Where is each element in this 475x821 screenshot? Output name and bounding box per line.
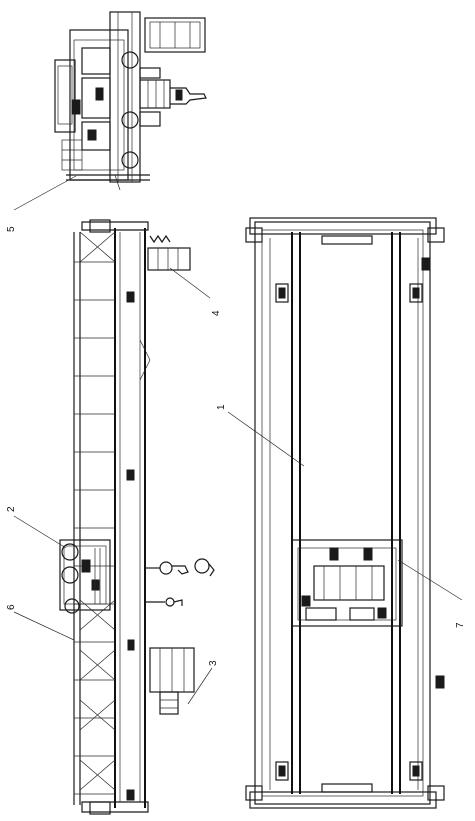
callout-3: 3 [187,660,219,705]
callout-6: 6 [6,604,75,641]
callout-7-label: 7 [455,622,466,628]
side-view-girder [59,219,215,815]
callout-2-label: 2 [6,506,17,512]
callout-4: 4 [169,267,222,316]
callout-5: 5 [6,175,77,232]
callout-1-label: 1 [216,404,227,410]
callout-5-label: 5 [6,226,17,232]
callout-6-label: 6 [6,604,17,610]
callout-1: 1 [216,404,305,467]
plan-view [245,217,445,809]
callout-7: 7 [397,559,466,628]
callout-2: 2 [6,506,67,549]
end-view [54,11,207,191]
callout-3-label: 3 [208,660,219,666]
callout-4-label: 4 [211,310,222,316]
